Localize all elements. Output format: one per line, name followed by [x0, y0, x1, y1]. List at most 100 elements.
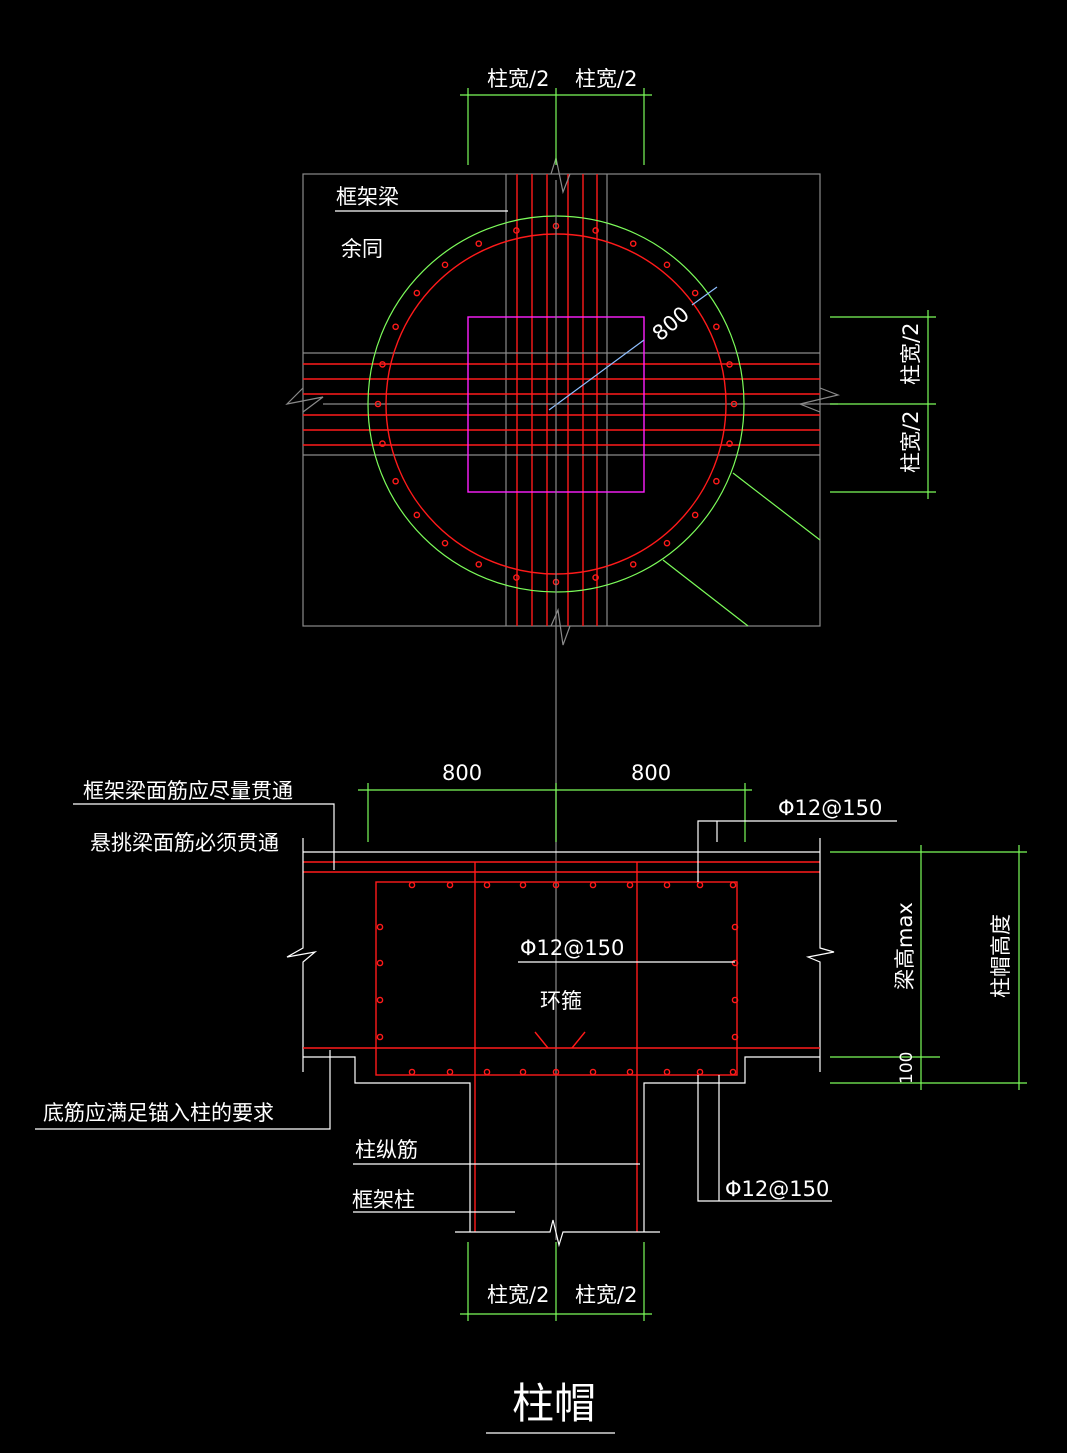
ring-hoop-label: 环箍 — [540, 989, 582, 1013]
dim-text: 柱宽/2 — [899, 323, 923, 385]
rebar-dot — [483, 881, 491, 889]
rebar-dot — [626, 1068, 634, 1076]
rebar-dot — [475, 240, 483, 247]
rebar-dot — [475, 561, 483, 568]
cap-height-text: 柱帽高度 — [989, 914, 1013, 998]
rebar-dot — [629, 240, 637, 247]
break-mark-left — [285, 387, 324, 413]
rebar-dot — [713, 323, 720, 331]
horizontal-beam — [285, 352, 841, 456]
break-mark-top — [550, 155, 571, 195]
rebar-dot — [376, 996, 384, 1004]
dim-100-text: 100 — [897, 1052, 917, 1084]
rebar-dot — [483, 1068, 491, 1076]
rebar-dot — [731, 959, 739, 967]
dim-text: 柱宽/2 — [575, 67, 637, 91]
dim-text: 800 — [631, 761, 671, 785]
rebar-dot — [552, 881, 560, 889]
rebar-dot — [379, 361, 386, 368]
rebar-dot — [626, 881, 634, 889]
rebar-dot — [730, 400, 738, 408]
rebar-dot — [731, 1033, 739, 1041]
rebar-dot — [374, 400, 382, 408]
beam-height-text: 梁高max — [893, 902, 917, 990]
section-top-dimension: 800 800 — [358, 761, 752, 842]
radius-dim-line — [548, 339, 645, 411]
rebar-dot — [696, 881, 704, 889]
rebar-dot — [731, 923, 739, 931]
diagonal-line — [732, 472, 821, 541]
frame-column-label: 框架柱 — [352, 1188, 415, 1212]
dim-text: 800 — [442, 761, 482, 785]
rebar-dot — [441, 539, 449, 547]
section-bottom-dimension: 柱宽/2 柱宽/2 — [460, 1242, 652, 1321]
ring-rebar-dots — [374, 222, 738, 586]
rebar-dot — [729, 1068, 737, 1076]
dim-text: 柱宽/2 — [487, 67, 549, 91]
note-cantilever: 悬挑梁面筋必须贯通 — [90, 831, 279, 855]
dim-text: 柱宽/2 — [575, 1283, 637, 1307]
rebar-dot — [731, 996, 739, 1004]
left-break-edge — [286, 838, 318, 1072]
rebar-dot — [413, 511, 421, 519]
rebar-dot — [726, 440, 733, 447]
rebar-dot — [376, 923, 384, 931]
dim-text: 柱宽/2 — [899, 411, 923, 473]
rebar-dot — [691, 511, 699, 519]
rebar-dot — [713, 477, 720, 485]
rebar-dot — [446, 1068, 454, 1076]
section-view: 800 800 梁高max 柱帽高度 100 框架梁面筋应尽量贯通 悬挑梁面筋必… — [35, 761, 1027, 1321]
rebar-dot — [376, 959, 384, 967]
note-bottom-bar: 底筋应满足锚入柱的要求 — [43, 1101, 274, 1125]
rebar-dot — [376, 1033, 384, 1041]
rebar-dot — [446, 881, 454, 889]
section-rebar-dots — [376, 881, 739, 1076]
note-top-bar: 框架梁面筋应尽量贯通 — [83, 779, 293, 803]
vertical-beam — [505, 155, 608, 646]
rebar-dot — [589, 881, 597, 889]
rebar-dot — [663, 1068, 671, 1076]
break-mark-bottom — [550, 607, 571, 646]
rebar-dot — [408, 881, 416, 889]
rebar-dot — [513, 574, 520, 581]
rebar-top-label: Φ12@150 — [778, 796, 882, 820]
rebar-dot — [696, 1068, 704, 1076]
radius-dim-tick — [691, 286, 718, 306]
cap-outline-left — [303, 1056, 471, 1232]
rebar-dot — [392, 477, 399, 485]
rebar-dot — [392, 323, 399, 331]
rebar-dot — [379, 440, 386, 447]
rebar-dot — [519, 1068, 527, 1076]
rebar-dot — [408, 1068, 416, 1076]
rebar-dot — [726, 361, 733, 368]
rebar-dot — [729, 881, 737, 889]
rebar-dot — [592, 227, 599, 234]
rebar-dot — [663, 539, 671, 547]
rebar-dot — [413, 289, 421, 297]
rebar-mid-label: Φ12@150 — [520, 936, 624, 960]
plan-view: 800 框架梁 余同 柱宽/2 柱宽/2 柱宽/2 柱宽/2 — [285, 67, 936, 646]
rebar-dot — [519, 881, 527, 889]
column-long-bar-label: 柱纵筋 — [355, 1138, 418, 1162]
drawing-title: 柱帽 — [512, 1379, 596, 1428]
rebar-dot — [513, 227, 520, 234]
slab-outline — [302, 173, 821, 627]
rebar-dot — [441, 261, 449, 269]
rebar-dot — [592, 574, 599, 581]
rebar-dot — [663, 261, 671, 269]
right-break-edge — [805, 838, 835, 1072]
rebar-dot — [691, 289, 699, 297]
same-note: 余同 — [341, 237, 383, 261]
radius-dim-text: 800 — [648, 302, 694, 346]
rebar-dot — [552, 1068, 560, 1076]
rebar-bottom-label: Φ12@150 — [725, 1177, 829, 1201]
rebar-dot — [629, 561, 637, 568]
break-line-bottom — [455, 1219, 660, 1248]
cap-outline-right — [643, 1056, 820, 1232]
beam-label: 框架梁 — [336, 185, 399, 209]
rebar-dot — [663, 881, 671, 889]
break-mark-right — [798, 387, 841, 413]
plan-top-dimension: 柱宽/2 柱宽/2 — [460, 67, 652, 165]
dim-text: 柱宽/2 — [487, 1283, 549, 1307]
